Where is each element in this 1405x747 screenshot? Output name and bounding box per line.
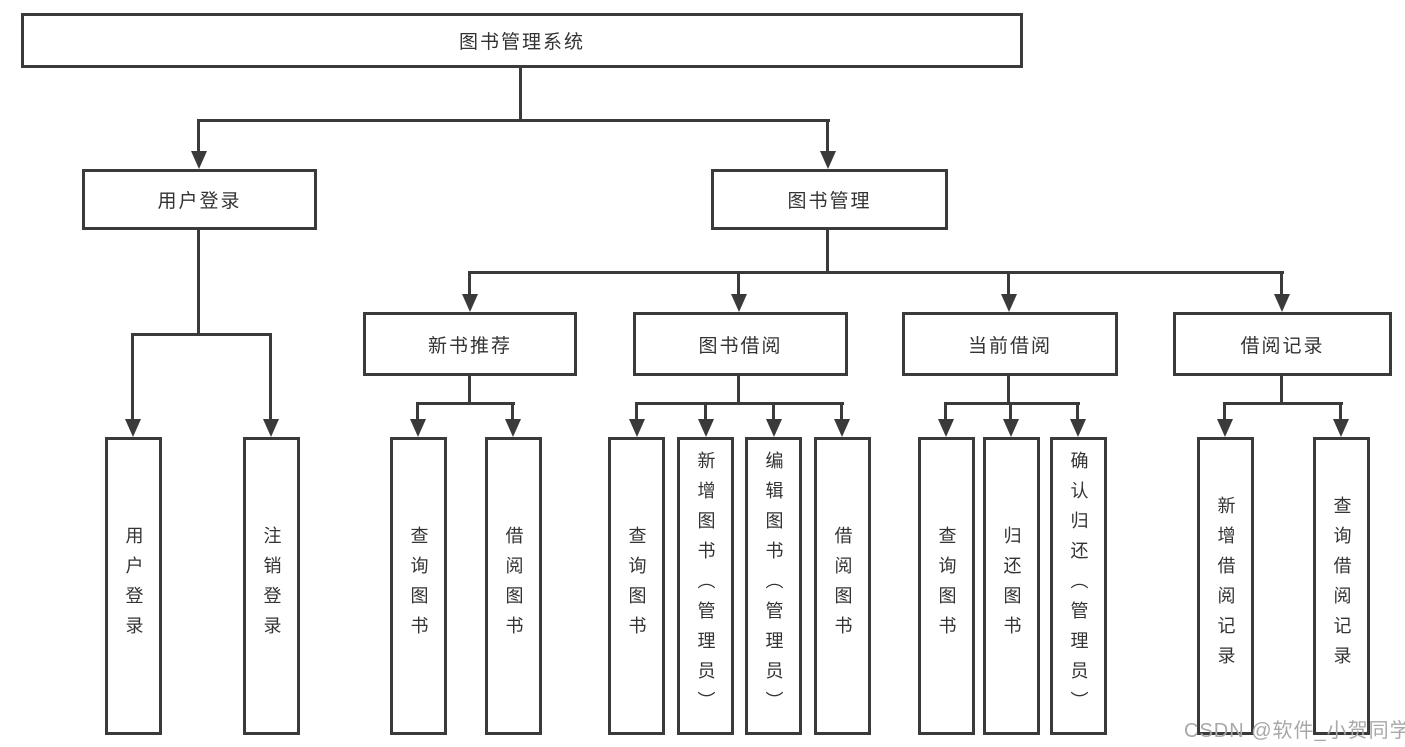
arrow-down-icon: [820, 151, 836, 169]
arrow-down-icon: [938, 419, 954, 437]
node-current-borrowing: 当前借阅: [902, 312, 1118, 376]
arrow-down-icon: [1001, 294, 1017, 312]
node-book-management: 图书管理: [711, 169, 948, 230]
leaf-confirm-return-admin: 确认归还（管理员）: [1050, 437, 1107, 735]
connector-vline: [197, 230, 200, 336]
arrow-down-icon: [505, 419, 521, 437]
connector-vline: [826, 119, 829, 153]
arrow-down-icon: [766, 419, 782, 437]
connector-vline: [197, 119, 200, 153]
node-library-management-system: 图书管理系统: [21, 13, 1023, 68]
connector-vline: [1280, 376, 1283, 405]
arrow-down-icon: [629, 419, 645, 437]
arrow-down-icon: [1217, 419, 1233, 437]
node-book-borrowing: 图书借阅: [633, 312, 848, 376]
connector-vline: [269, 333, 272, 421]
connector-hline: [197, 119, 830, 122]
arrow-down-icon: [462, 294, 478, 312]
node-user-login: 用户登录: [82, 169, 317, 230]
arrow-down-icon: [698, 419, 714, 437]
node-label: 图书管理系统: [458, 32, 585, 53]
node-new-book-recommendation: 新书推荐: [363, 312, 577, 376]
leaf-label: 新增借阅记录: [1215, 496, 1236, 676]
connector-vline: [772, 402, 775, 423]
leaf-query-books-borrow: 查询图书: [608, 437, 665, 735]
arrow-down-icon: [1333, 419, 1349, 437]
connector-vline: [416, 402, 419, 423]
leaf-label: 查询借阅记录: [1331, 496, 1352, 676]
connector-vline: [1223, 402, 1226, 423]
connector-vline: [826, 230, 829, 274]
connector-vline: [1007, 376, 1010, 405]
connector-hline: [635, 402, 844, 405]
leaf-label: 查询图书: [626, 526, 647, 646]
connector-vline: [468, 376, 471, 405]
arrow-down-icon: [410, 419, 426, 437]
arrow-down-icon: [1070, 419, 1086, 437]
leaf-logout: 注销登录: [243, 437, 300, 735]
arrow-down-icon: [125, 419, 141, 437]
leaf-add-book-admin: 新增图书（管理员）: [677, 437, 734, 735]
leaf-label: 查询图书: [408, 526, 429, 646]
connector-vline: [840, 402, 843, 423]
connector-vline: [944, 402, 947, 423]
leaf-add-borrow-record: 新增借阅记录: [1197, 437, 1254, 735]
node-label: 图书管理: [787, 191, 872, 212]
leaf-edit-book-admin: 编辑图书（管理员）: [745, 437, 802, 735]
arrow-down-icon: [191, 151, 207, 169]
node-borrowing-records: 借阅记录: [1173, 312, 1392, 376]
node-label: 借阅记录: [1240, 335, 1325, 357]
connector-vline: [635, 402, 638, 423]
connector-hline: [468, 271, 1284, 274]
leaf-label: 确认归还（管理员）: [1068, 451, 1089, 721]
leaf-user-login: 用户登录: [105, 437, 162, 735]
connector-vline: [1280, 271, 1283, 299]
watermark: CSDN @软件_小贺同学: [1184, 720, 1405, 742]
connector-hline: [944, 402, 1080, 405]
connector-vline: [1339, 402, 1342, 423]
connector-vline: [704, 402, 707, 423]
connector-vline: [737, 376, 740, 405]
arrow-down-icon: [1003, 419, 1019, 437]
connector-hline: [1223, 402, 1343, 405]
arrow-down-icon: [1274, 294, 1290, 312]
leaf-label: 查询图书: [936, 526, 957, 646]
node-label: 图书借阅: [698, 335, 783, 357]
leaf-return-books: 归还图书: [983, 437, 1040, 735]
leaf-borrow-books: 借阅图书: [814, 437, 871, 735]
node-label: 新书推荐: [427, 335, 512, 357]
connector-vline: [1009, 402, 1012, 423]
connector-vline: [1007, 271, 1010, 299]
leaf-label: 借阅图书: [832, 526, 853, 646]
leaf-query-books-current: 查询图书: [918, 437, 975, 735]
connector-vline: [468, 271, 471, 299]
leaf-query-books-recommend: 查询图书: [390, 437, 447, 735]
arrow-down-icon: [834, 419, 850, 437]
arrow-down-icon: [263, 419, 279, 437]
leaf-label: 新增图书（管理员）: [695, 451, 716, 721]
leaf-label: 注销登录: [261, 526, 282, 646]
connector-vline: [519, 66, 522, 122]
connector-hline: [416, 402, 515, 405]
node-label: 用户登录: [157, 191, 242, 212]
connector-hline: [131, 333, 272, 336]
leaf-label: 借阅图书: [503, 526, 524, 646]
leaf-label: 归还图书: [1001, 526, 1022, 646]
leaf-label: 编辑图书（管理员）: [763, 451, 784, 721]
connector-vline: [511, 402, 514, 423]
connector-vline: [131, 333, 134, 421]
node-label: 当前借阅: [967, 335, 1052, 357]
leaf-query-borrow-record: 查询借阅记录: [1313, 437, 1370, 735]
arrow-down-icon: [731, 294, 747, 312]
connector-vline: [1076, 402, 1079, 423]
connector-vline: [737, 271, 740, 299]
leaf-label: 用户登录: [123, 526, 144, 646]
leaf-borrow-books-recommend: 借阅图书: [485, 437, 542, 735]
